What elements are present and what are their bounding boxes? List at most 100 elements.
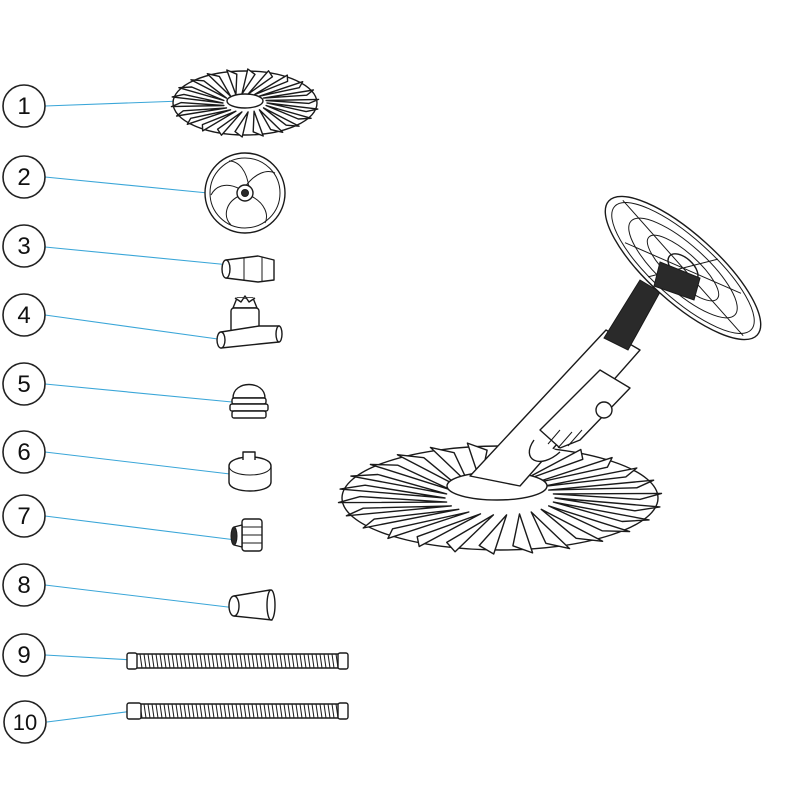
leader-line-8: [44, 584, 237, 609]
disc-fin: [265, 98, 320, 105]
disc-fin: [206, 73, 232, 97]
skirt-fin: [337, 495, 448, 504]
hose-rib: [299, 703, 303, 719]
hose-rib: [235, 653, 239, 669]
hose-rib: [275, 703, 279, 719]
skirt-fin: [362, 508, 460, 529]
hose-rib: [295, 703, 299, 719]
hose-rib: [151, 703, 155, 719]
callout-label-8: 8: [17, 572, 30, 599]
hose-rib: [215, 703, 219, 719]
callout-label-2: 2: [17, 164, 30, 191]
hose-rib: [175, 703, 179, 719]
hose-rib: [307, 653, 311, 669]
hose-rib: [251, 653, 255, 669]
disc-fin: [190, 79, 228, 99]
skirt-fin: [518, 448, 584, 483]
hose-rib: [167, 703, 171, 719]
skirt-fin: [339, 484, 446, 499]
hose-rib: [171, 703, 175, 719]
hose-9: [126, 652, 349, 670]
hose-rib: [235, 703, 239, 719]
hose-rib: [319, 653, 323, 669]
hose-rib: [231, 653, 235, 669]
callout-label-7: 7: [17, 503, 30, 530]
regulator-valve-icon: [216, 295, 283, 349]
disc-fin: [258, 81, 304, 97]
hose-rib: [199, 653, 203, 669]
disc-fin: [171, 93, 224, 104]
hose-rib: [219, 653, 223, 669]
hose-rib: [163, 703, 167, 719]
disc-fin: [258, 109, 284, 133]
callout-label-10: 10: [13, 710, 37, 735]
hose-rib: [183, 703, 187, 719]
hose-rib: [331, 703, 335, 719]
disc-fin: [253, 74, 289, 96]
callout-5: 5: [2, 362, 46, 406]
leader-lines: [44, 100, 237, 723]
disc-fin: [234, 111, 249, 138]
hose-rib: [191, 703, 195, 719]
skirt-fin: [540, 467, 638, 488]
hose-rib: [295, 653, 299, 669]
skirt-fin: [387, 511, 470, 540]
hose-rib: [239, 653, 243, 669]
skirt-fin: [530, 511, 571, 550]
callout-9: 9: [2, 633, 46, 677]
hose-rib: [179, 653, 183, 669]
hose-rib: [243, 703, 247, 719]
skirt-fin: [548, 479, 655, 491]
callout-7: 7: [2, 494, 46, 538]
disc-icon: [170, 68, 320, 138]
hose-rib: [311, 703, 315, 719]
hose-rib: [239, 703, 243, 719]
disc-fin: [262, 89, 315, 99]
hose-rib: [159, 653, 163, 669]
callout-label-3: 3: [17, 233, 30, 260]
hose-rib: [303, 703, 307, 719]
hose-rib: [291, 703, 295, 719]
hose-rib: [195, 703, 199, 719]
hose-rib: [251, 703, 255, 719]
hose-rib: [207, 653, 211, 669]
skirt-fin: [540, 508, 604, 542]
hose-rib: [143, 653, 147, 669]
hose-rib: [171, 653, 175, 669]
disc-fin: [170, 101, 225, 108]
hose-rib: [303, 653, 307, 669]
skirt-fin: [416, 513, 482, 548]
connector-icon: [230, 518, 263, 552]
hose-rib: [255, 653, 259, 669]
disc-fin: [178, 86, 225, 102]
adapter-cone-icon: [228, 589, 276, 621]
diaphragm-wheel-icon: [204, 152, 286, 234]
hose-rib: [311, 653, 315, 669]
skirt-fin: [552, 501, 650, 523]
disc-fin: [252, 110, 264, 137]
hose-10: [126, 702, 349, 720]
hose-rib: [203, 653, 207, 669]
hose-rib: [271, 703, 275, 719]
disc-fin: [262, 107, 300, 127]
skirt-fin: [548, 505, 631, 533]
leader-line-6: [44, 451, 231, 475]
skirt-fin: [552, 492, 663, 501]
clip-icon: [228, 451, 272, 492]
callout-label-5: 5: [17, 371, 30, 398]
hose-rib: [155, 653, 159, 669]
hose-rib: [247, 703, 251, 719]
hose-rib: [263, 653, 267, 669]
hose-rib: [279, 653, 283, 669]
leader-line-4: [44, 314, 226, 341]
leader-line-2: [44, 176, 209, 194]
hose-rib: [223, 653, 227, 669]
skirt-fin: [345, 505, 452, 517]
skirt-fin: [478, 514, 508, 555]
hose-rib: [147, 653, 151, 669]
leader-line-7: [44, 515, 237, 541]
hose-rib: [203, 703, 207, 719]
disc-fin: [247, 70, 274, 95]
callout-10: 10: [3, 700, 47, 744]
